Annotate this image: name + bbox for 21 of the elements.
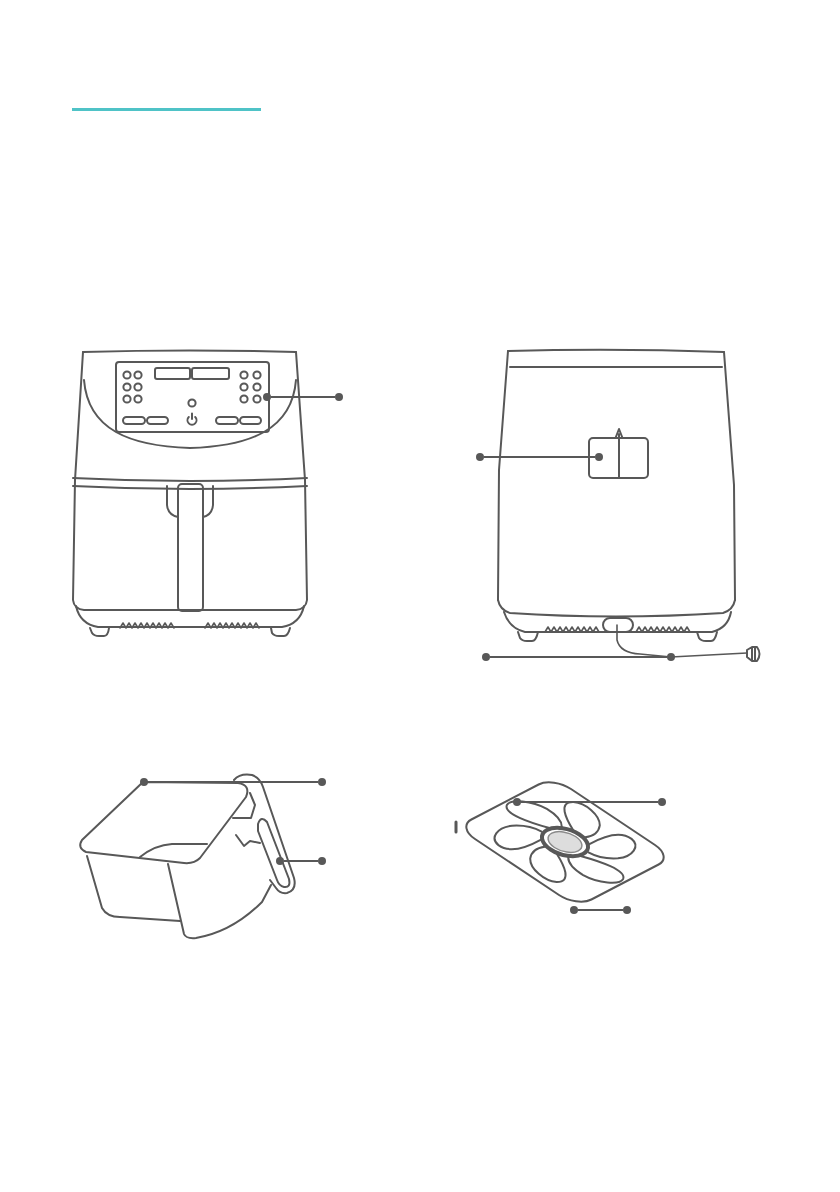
leader-dot bbox=[595, 453, 603, 461]
leader-dot bbox=[318, 857, 326, 865]
leader-line bbox=[520, 801, 659, 803]
leader-dot bbox=[263, 393, 271, 401]
leader-dot bbox=[482, 653, 490, 661]
leader-dot bbox=[513, 798, 521, 806]
leader-line bbox=[147, 781, 319, 783]
leader-line bbox=[489, 656, 668, 658]
leader-line bbox=[283, 860, 319, 862]
leader-dot bbox=[667, 653, 675, 661]
leader-dot bbox=[570, 906, 578, 914]
leader-dot bbox=[623, 906, 631, 914]
leader-line bbox=[577, 909, 624, 911]
leader-dot bbox=[276, 857, 284, 865]
leader-line bbox=[270, 396, 336, 398]
leader-dot bbox=[476, 453, 484, 461]
leader-dot bbox=[335, 393, 343, 401]
leader-line bbox=[483, 456, 596, 458]
leader-dot bbox=[140, 778, 148, 786]
leader-dot bbox=[658, 798, 666, 806]
leader-dot bbox=[318, 778, 326, 786]
